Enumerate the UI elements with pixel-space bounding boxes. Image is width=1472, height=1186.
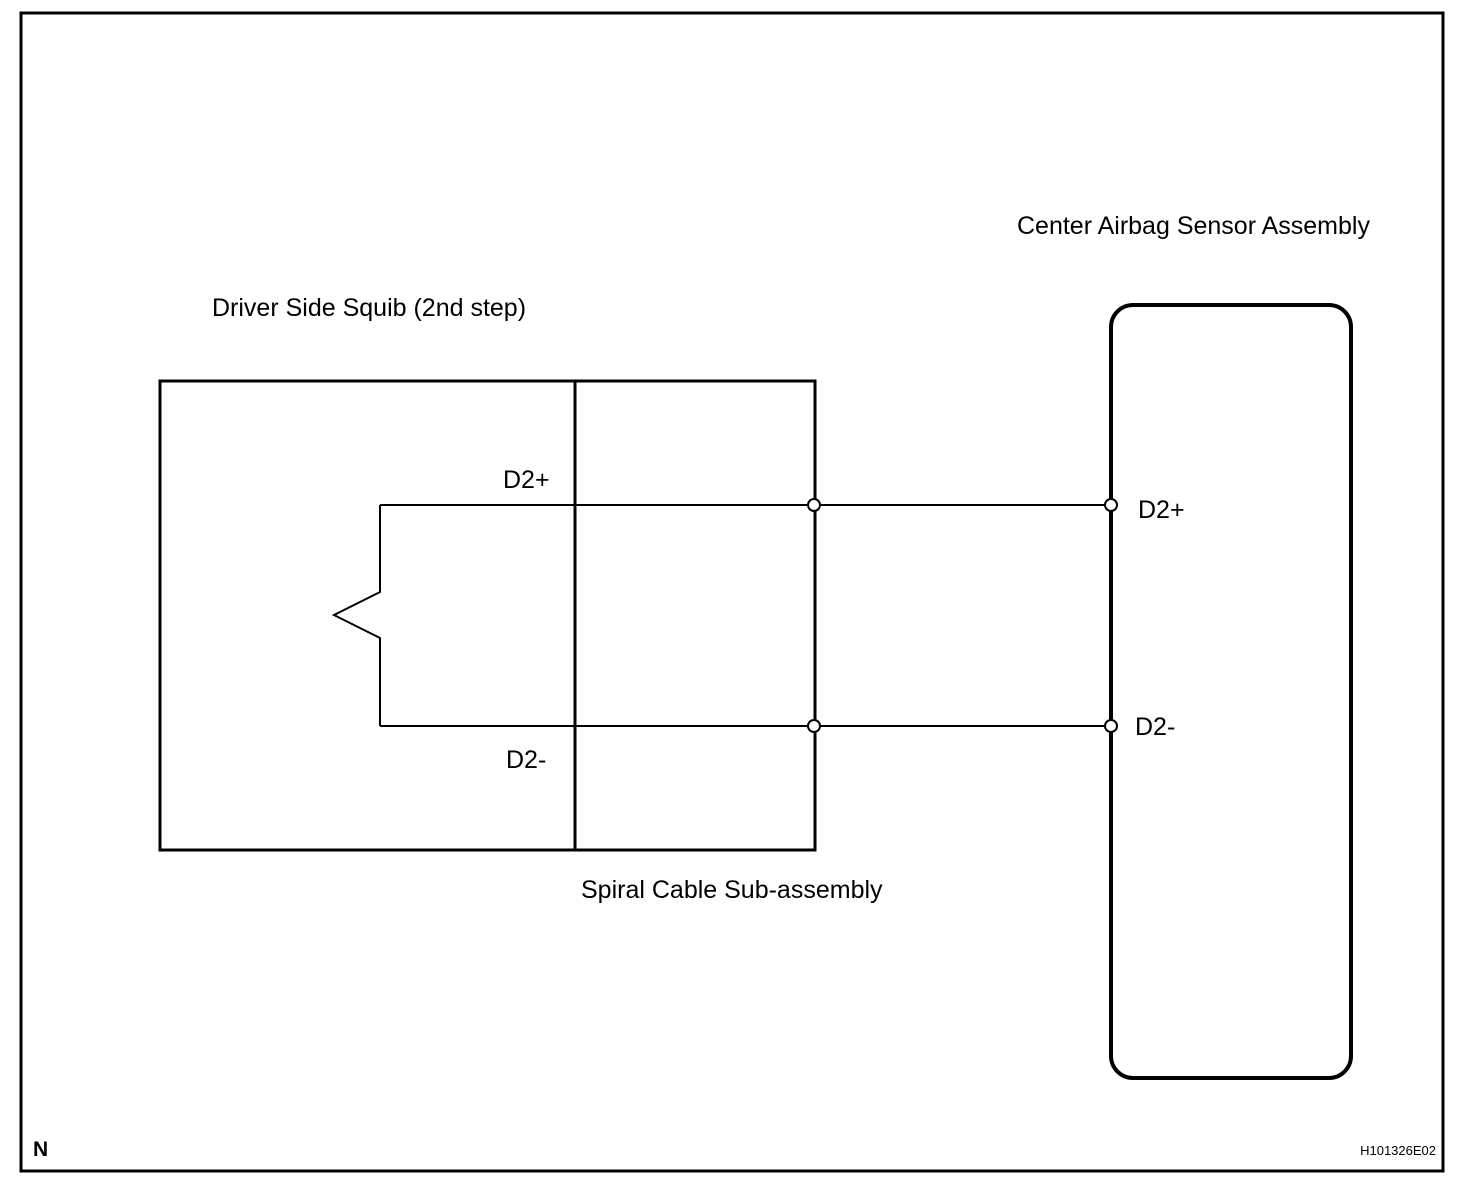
footer-mark: N	[33, 1138, 48, 1161]
outer-frame	[19, 11, 1445, 1173]
squib-title: Driver Side Squib (2nd step)	[212, 294, 526, 322]
squib-box	[158, 379, 817, 852]
figure-id: H101326E02	[1360, 1143, 1436, 1158]
squib-element	[331, 505, 381, 726]
terminal-spiral-minus	[807, 719, 821, 733]
terminal-sensor-plus	[1104, 498, 1118, 512]
sensor-box	[1109, 303, 1353, 1080]
squib-terminal-plus-label: D2+	[503, 466, 550, 494]
spiral-cable-title: Spiral Cable Sub-assembly	[581, 876, 883, 904]
terminal-spiral-plus	[807, 498, 821, 512]
terminal-sensor-minus	[1104, 719, 1118, 733]
sensor-title: Center Airbag Sensor Assembly	[1017, 212, 1370, 240]
sensor-terminal-plus-label: D2+	[1138, 496, 1185, 524]
sensor-terminal-minus-label: D2-	[1135, 713, 1175, 741]
squib-terminal-minus-label: D2-	[506, 746, 546, 774]
